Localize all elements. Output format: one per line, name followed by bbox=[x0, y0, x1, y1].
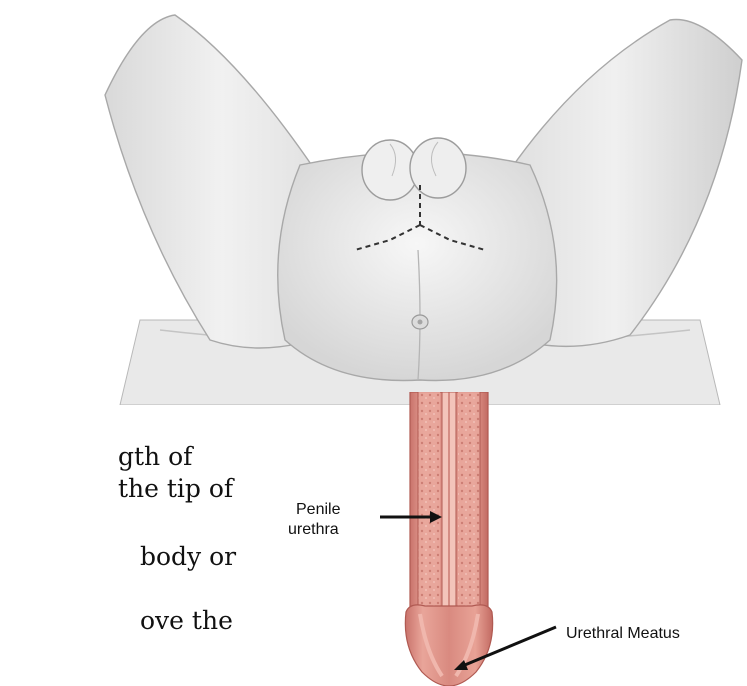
text-line-2: the tip of bbox=[118, 468, 233, 510]
penile-urethra-label: Penile urethra bbox=[288, 500, 340, 540]
text-line-4: ove the bbox=[140, 600, 233, 642]
urethral-meatus-label: Urethral Meatus bbox=[566, 624, 680, 644]
urethra-diagram bbox=[380, 392, 747, 686]
perineum-illustration bbox=[100, 0, 747, 405]
text-line-3: body or bbox=[140, 536, 236, 578]
penile-label-line2: urethra bbox=[288, 520, 340, 540]
penile-label-line1: Penile bbox=[288, 500, 340, 520]
cutoff-paragraph: gth of the tip of body or ove the bbox=[0, 404, 240, 686]
